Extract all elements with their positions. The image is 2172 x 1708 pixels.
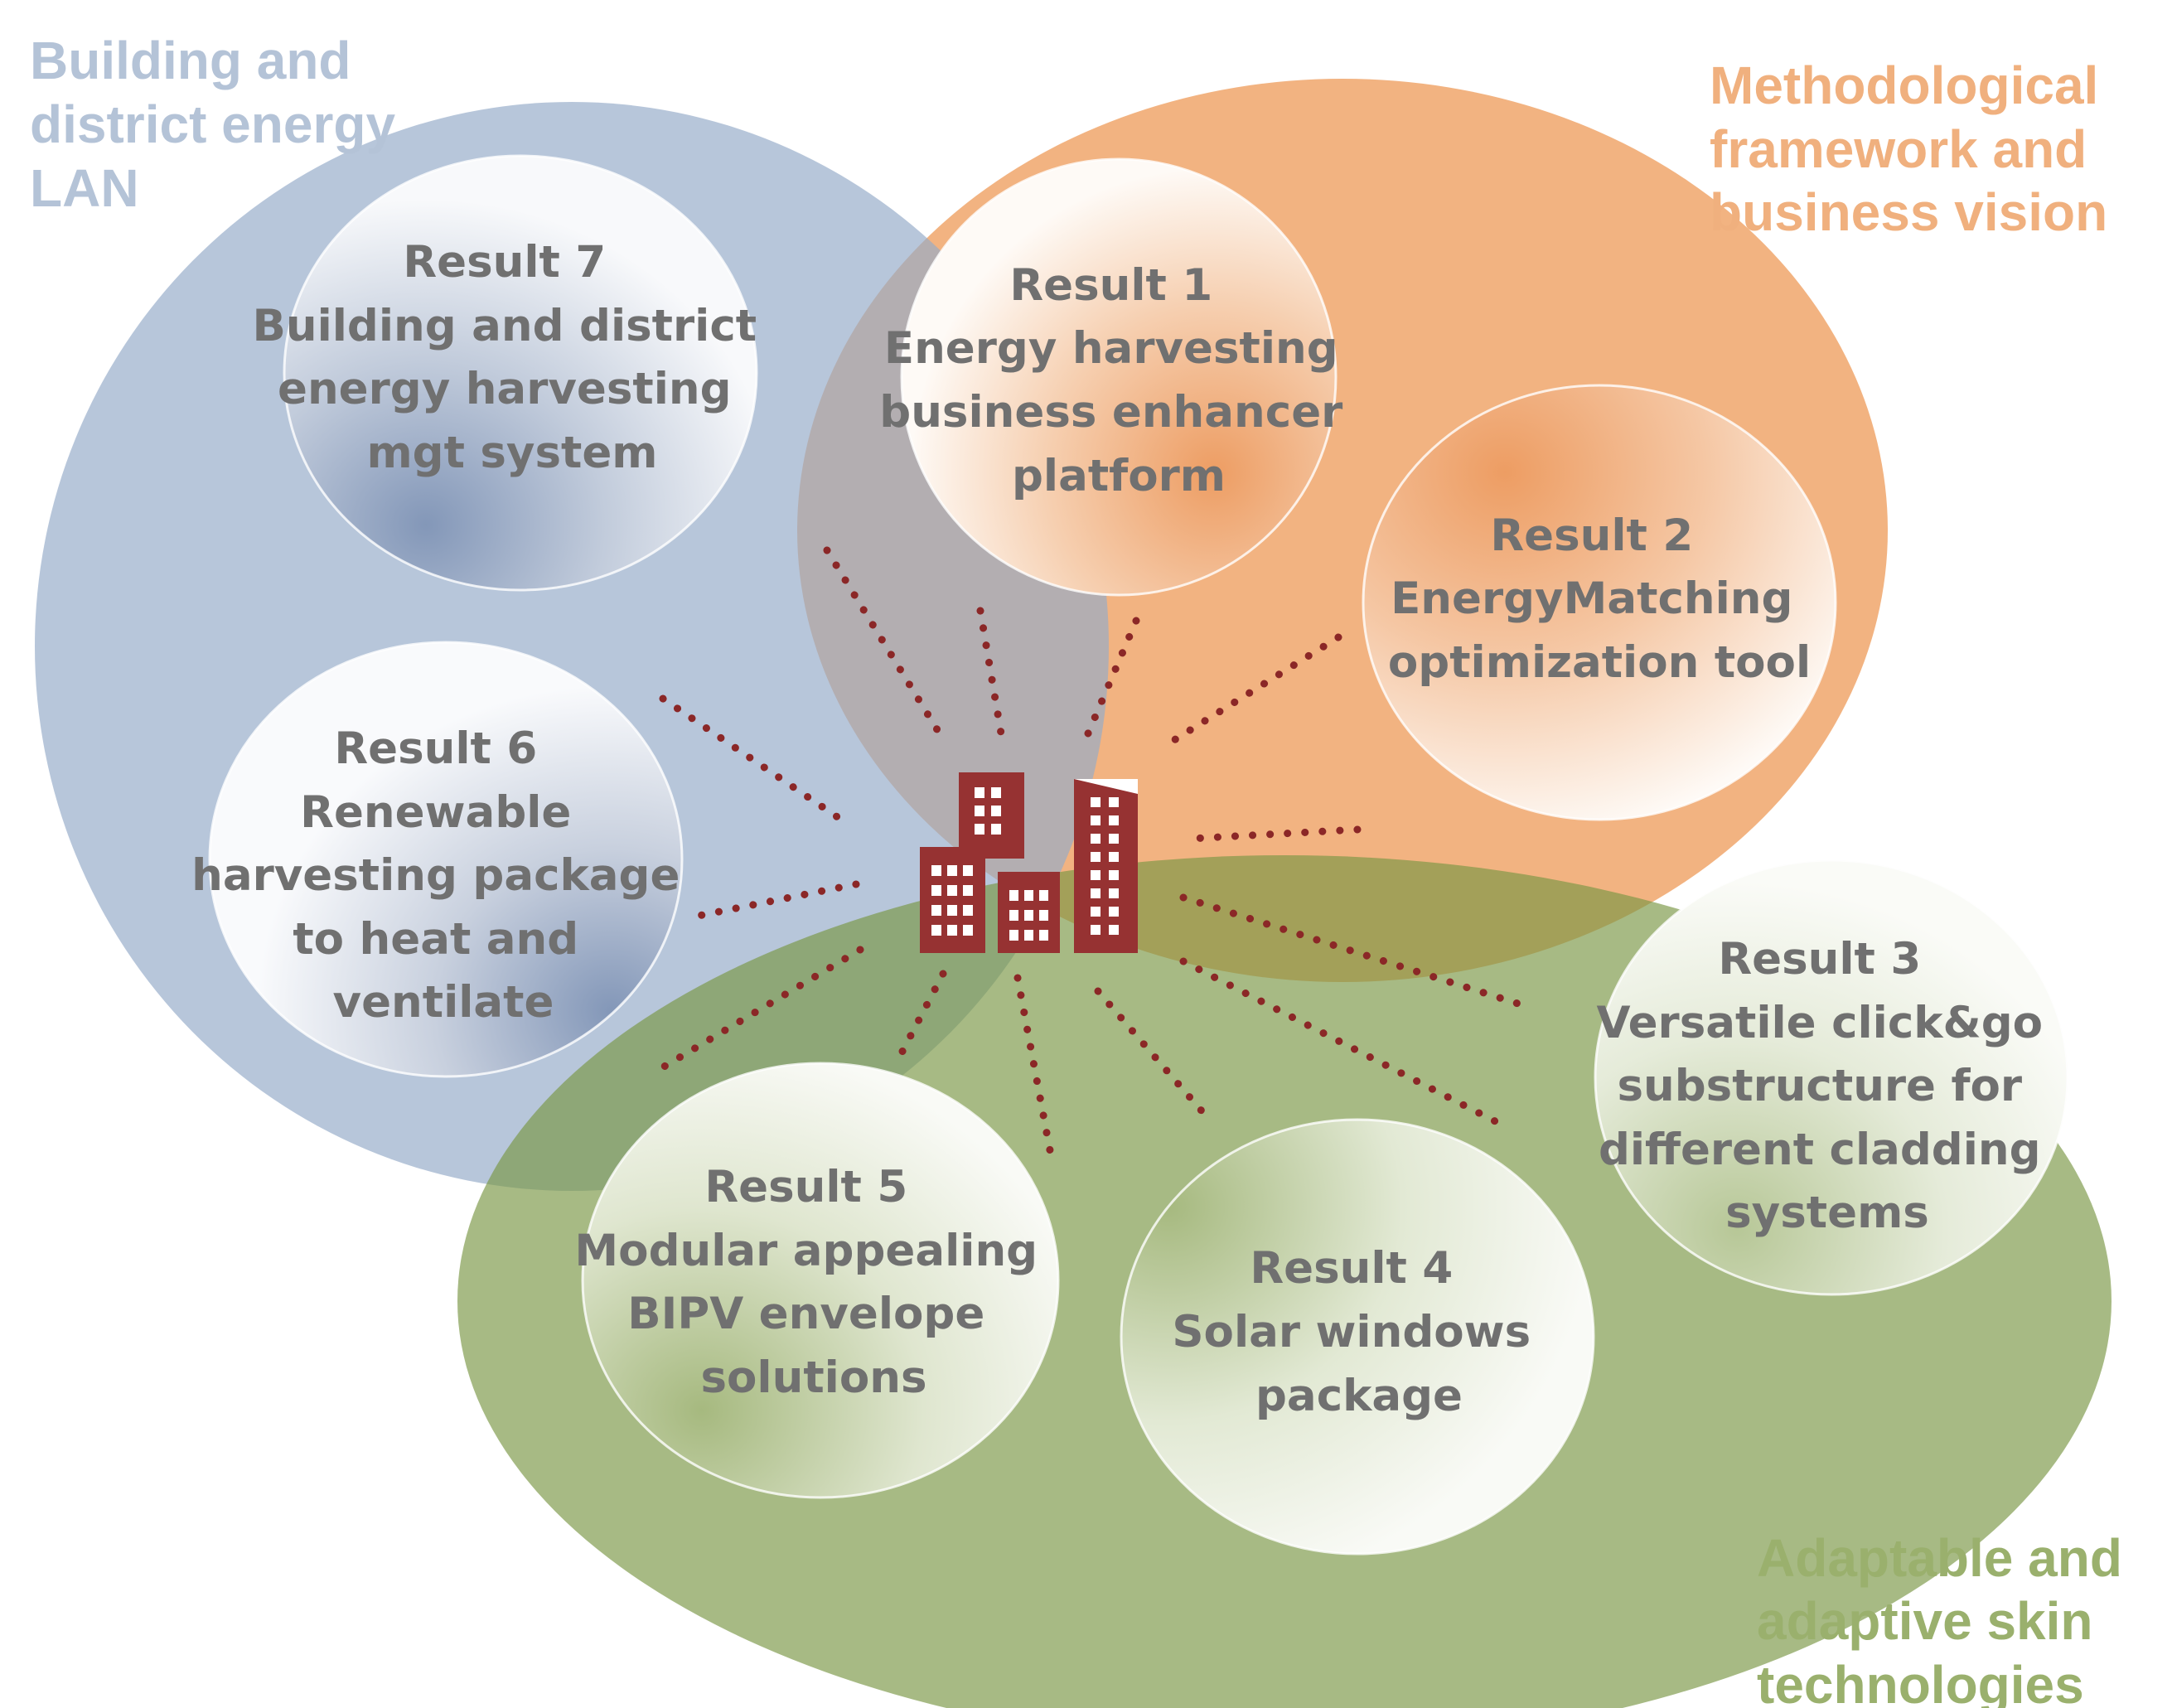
building-windows [931,787,1119,941]
building-window [1109,852,1119,862]
connector-dots [1179,957,1506,1129]
result-2-text: Result 2 EnergyMatching optimization too… [1388,510,1811,688]
result-5: Result 5 Modular appealing BIPV envelope… [574,1062,1060,1499]
building-window [931,925,941,936]
building-window [963,925,973,936]
building-window [1109,925,1119,935]
building-window [1009,910,1018,921]
connector-dots [1094,987,1214,1125]
building-window [1109,797,1119,807]
result-6: Result 6 Renewable harvesting package to… [191,641,695,1078]
city-buildings-icon [920,772,1138,953]
building-window [931,905,941,916]
building-window [1109,870,1119,880]
result-7: Result 7 Building and district energy ha… [252,154,772,592]
building-window [1024,930,1033,941]
result-3: Result 3 Versatile click&go substructure… [1594,859,2069,1296]
building-window [1109,815,1119,825]
connector-dots [1179,893,1527,1009]
connector-dots [1186,825,1362,843]
building-window [975,824,984,835]
building-window [1039,910,1048,921]
building-window [1091,815,1101,825]
connector-dots [1170,633,1342,744]
building-window [931,865,941,876]
blue-area-label: Building and district energy LAN [30,31,410,218]
result-1-circle [900,157,1338,597]
building-window [975,787,984,798]
result-7-circle [283,154,758,592]
building-window [1091,888,1101,898]
result-3-text: Result 3 Versatile click&go substructure… [1596,934,2058,1238]
building-window [1039,930,1048,941]
building-window [975,806,984,816]
building-window [1024,890,1033,901]
green-area-label: Adaptable and adaptive skin technologies [1757,1528,2137,1708]
building-window [1109,907,1119,917]
result-5-circle [581,1062,1060,1499]
result-4-text: Result 4 Solar windows package [1172,1243,1546,1421]
connector-lines [649,546,1527,1168]
building-window [1009,930,1018,941]
building-window [947,925,957,936]
building-window [931,885,941,896]
connector-dots [649,946,864,1077]
building-window [1091,870,1101,880]
building-window [947,865,957,876]
building-window [1039,890,1048,901]
building-window [1091,907,1101,917]
result-1-text: Result 1 Energy harvesting business enha… [879,260,1357,501]
building-window [1091,852,1101,862]
result-6-circle [208,641,684,1078]
building-window [1024,910,1033,921]
result-5-text: Result 5 Modular appealing BIPV envelope… [574,1162,1052,1403]
building-window [963,885,973,896]
building-window [963,865,973,876]
result-4-circle [1120,1118,1595,1556]
building-window [1091,925,1101,935]
result-2: Result 2 EnergyMatching optimization too… [1362,384,1837,821]
connector-dots [659,694,850,827]
building-window [1109,888,1119,898]
building-window [1109,834,1119,844]
building-window [991,824,1001,835]
building-window [1009,890,1018,901]
result-2-circle [1362,384,1837,821]
orange-area-label: Methodological framework and business vi… [1710,56,2113,242]
building-window [1091,834,1101,844]
building-window [991,806,1001,816]
building-window [991,787,1001,798]
connector-dots [1013,974,1057,1168]
connector-dots [976,607,1005,738]
connector-dots [1084,617,1140,738]
building-window [947,885,957,896]
result-6-text: Result 6 Renewable harvesting package to… [191,723,695,1028]
result-3-circle [1594,859,2069,1296]
connector-dots [823,546,947,743]
building-window [963,905,973,916]
result-1: Result 1 Energy harvesting business enha… [879,157,1357,597]
result-7-text: Result 7 Building and district energy ha… [252,237,772,478]
building-window [947,905,957,916]
connector-dots [893,970,947,1067]
connector-dots [690,880,860,921]
building-window [1091,797,1101,807]
result-4: Result 4 Solar windows package [1120,1118,1595,1556]
